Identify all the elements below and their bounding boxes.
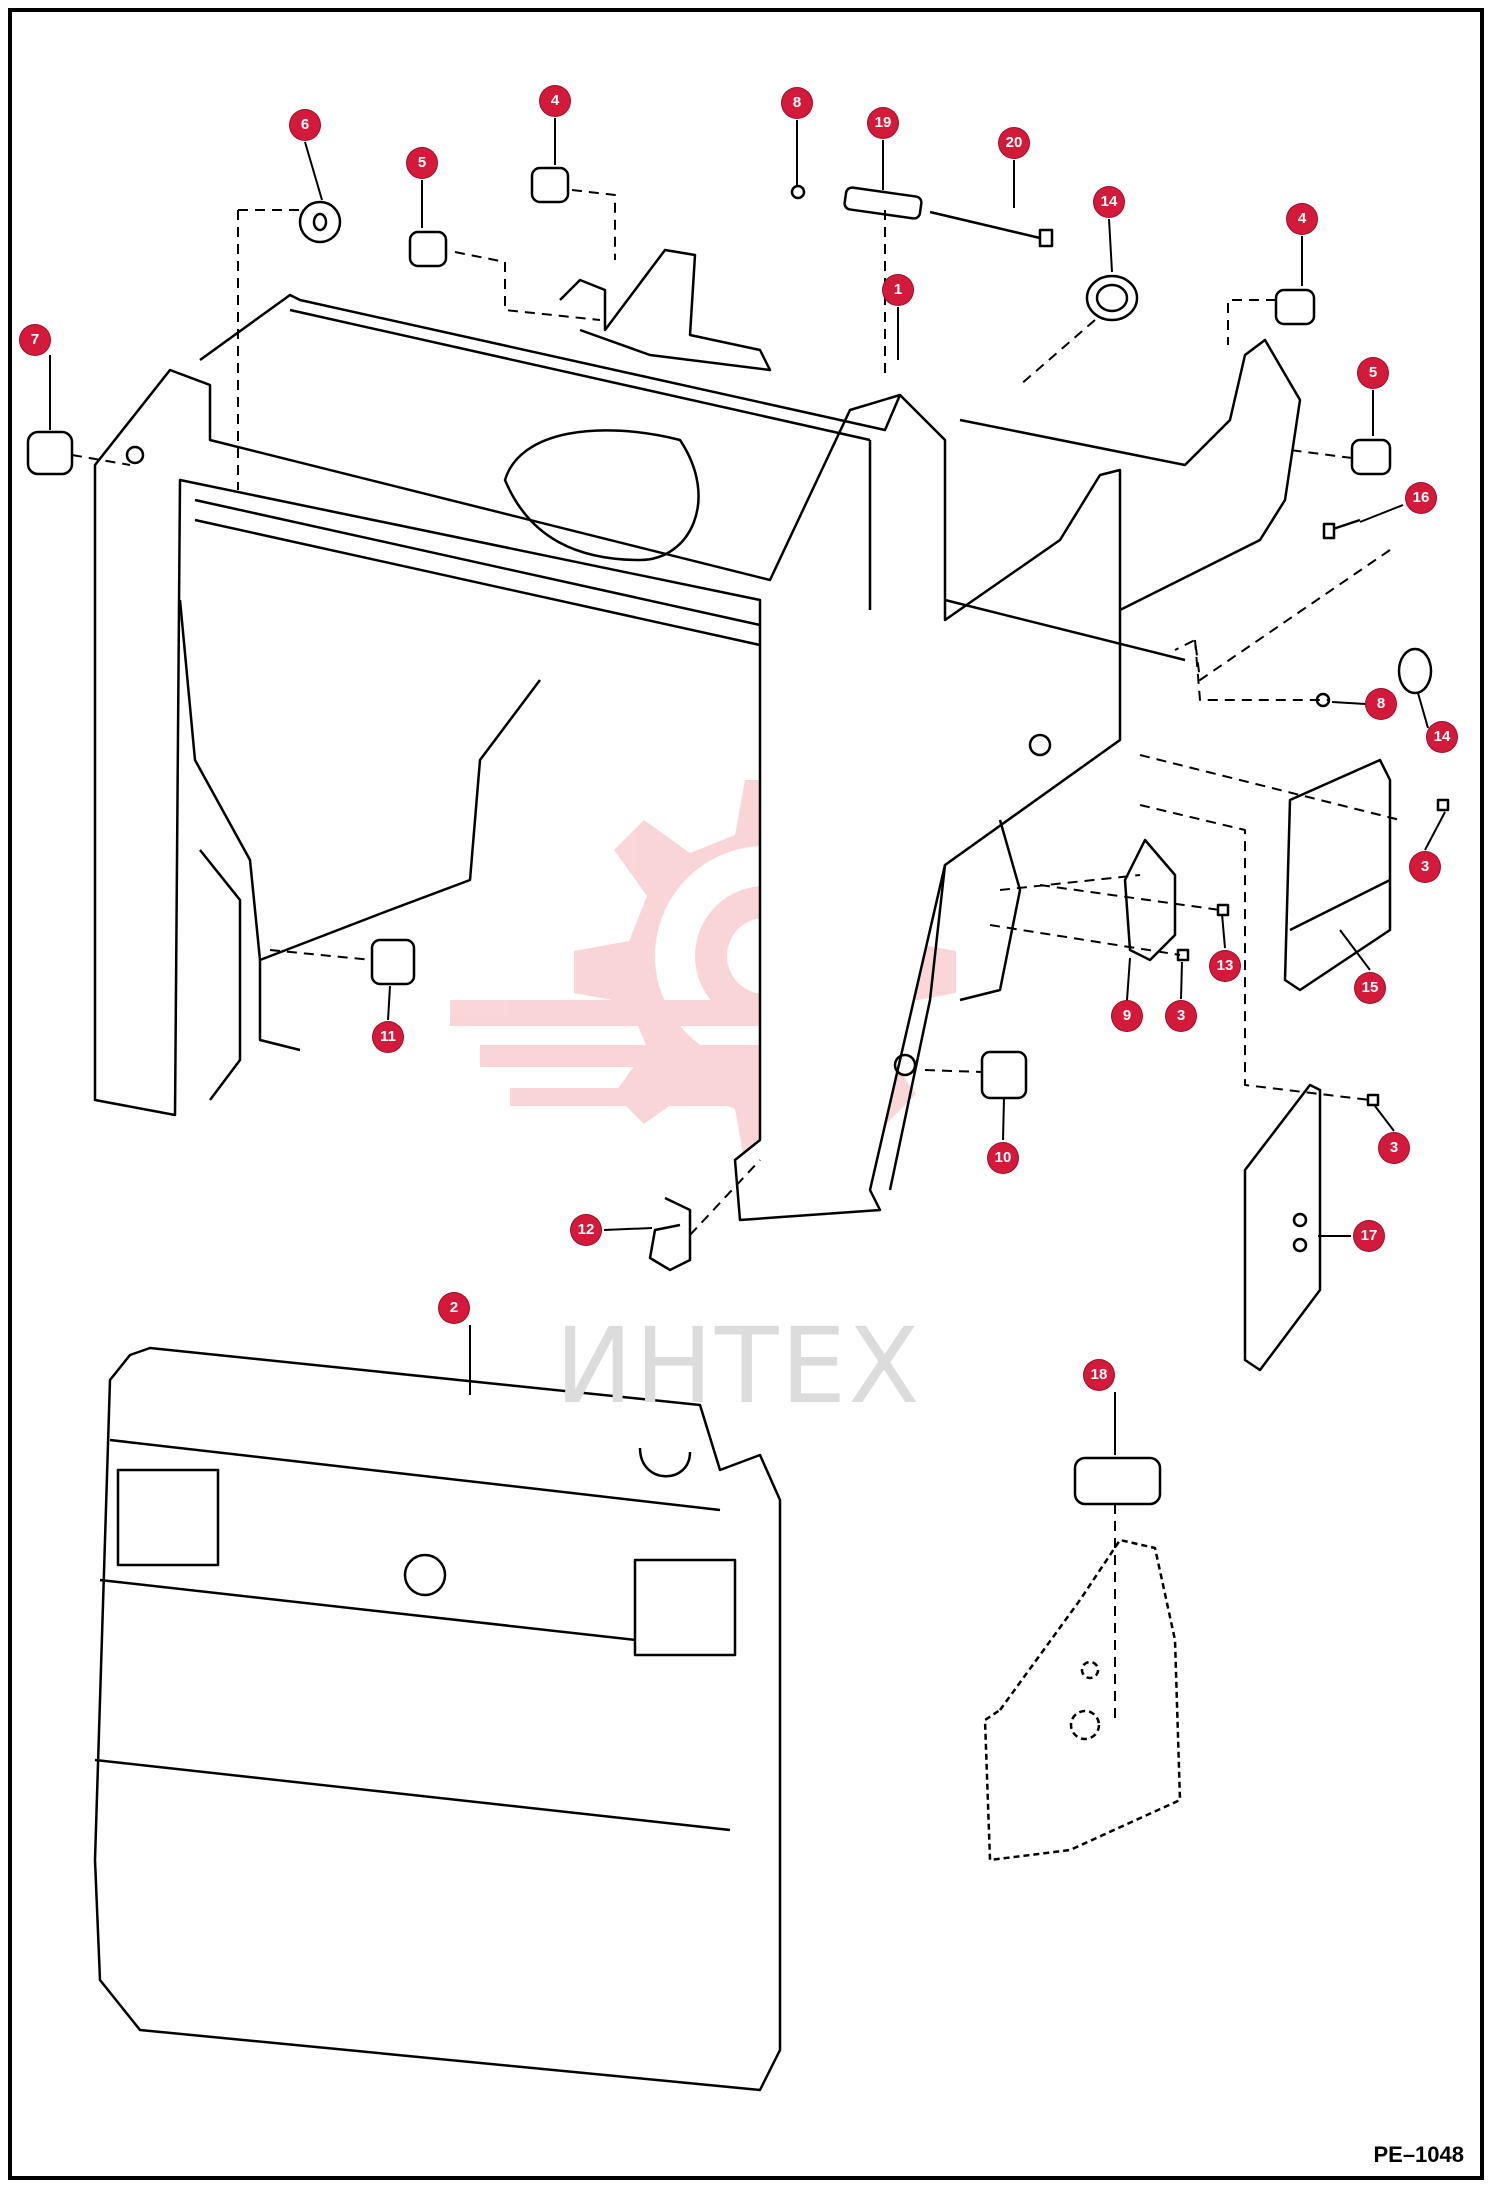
page-border	[8, 8, 1484, 2180]
callout-c3a[interactable]: 3	[1410, 852, 1440, 882]
bolt-20	[929, 210, 1054, 248]
callout-c15[interactable]: 15	[1355, 973, 1385, 1003]
callout-c14a[interactable]: 14	[1094, 187, 1124, 217]
bolt-16	[1322, 518, 1361, 540]
clip-12	[648, 1196, 692, 1272]
bushing-4b	[1274, 288, 1316, 326]
bushing-11	[370, 938, 416, 986]
figure-code: PE–1048	[1373, 2142, 1464, 2167]
nut-8a	[790, 184, 806, 200]
callout-c5b[interactable]: 5	[1358, 358, 1388, 388]
callout-c3c[interactable]: 3	[1379, 1133, 1409, 1163]
callout-c8a[interactable]: 8	[782, 88, 812, 118]
callout-c4b[interactable]: 4	[1287, 204, 1317, 234]
bushing-5a	[408, 230, 448, 268]
callout-c14b[interactable]: 14	[1427, 722, 1457, 752]
callout-c12[interactable]: 12	[571, 1215, 601, 1245]
callout-c4a[interactable]: 4	[540, 86, 570, 116]
bushing-5b	[1350, 438, 1392, 476]
callout-c8b[interactable]: 8	[1366, 689, 1396, 719]
ring-14a	[1085, 274, 1139, 322]
callout-c20[interactable]: 20	[999, 128, 1029, 158]
plate-17	[1243, 1083, 1322, 1372]
arm-fragment	[983, 1538, 1182, 1862]
callout-c2[interactable]: 2	[439, 1293, 469, 1323]
leader-lines	[71, 189, 1401, 1720]
callout-c3b[interactable]: 3	[1166, 1001, 1196, 1031]
watermark-text: ИНТЕХ	[555, 1305, 922, 1427]
callout-c16[interactable]: 16	[1406, 483, 1436, 513]
callout-ticks	[49, 118, 1446, 1455]
bushing-18	[1073, 1456, 1162, 1506]
callout-c19[interactable]: 19	[868, 108, 898, 138]
callout-c9[interactable]: 9	[1112, 1001, 1142, 1031]
ring-14b	[1397, 647, 1433, 695]
callout-c5a[interactable]: 5	[407, 148, 437, 178]
callout-c6[interactable]: 6	[290, 110, 320, 140]
callout-c1[interactable]: 1	[883, 275, 913, 305]
callout-c17[interactable]: 17	[1354, 1221, 1384, 1251]
callout-c10[interactable]: 10	[988, 1143, 1018, 1173]
bushing-10	[980, 1050, 1028, 1100]
bushing-4a	[530, 166, 570, 204]
callout-c18[interactable]: 18	[1084, 1360, 1114, 1390]
washer-6	[298, 200, 342, 244]
plate-15	[1283, 758, 1392, 992]
panel-2	[93, 1346, 782, 2092]
callout-c13[interactable]: 13	[1210, 951, 1240, 981]
callout-c7[interactable]: 7	[20, 325, 50, 355]
pin-19	[843, 186, 923, 220]
main-frame	[93, 248, 1302, 1222]
callout-c11[interactable]: 11	[373, 1022, 403, 1052]
bushing-7	[26, 430, 74, 476]
